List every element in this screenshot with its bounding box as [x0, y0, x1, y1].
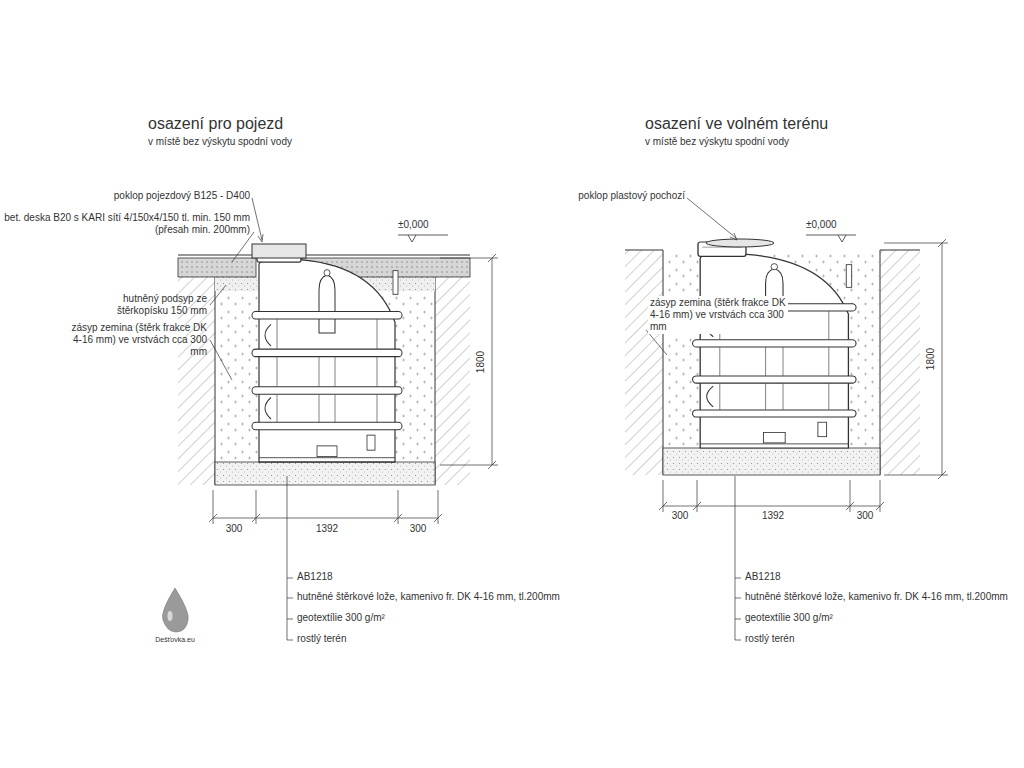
callout-label: zásyp zemina (štěrk frakce DK 4-16 mm) v… — [71, 322, 207, 358]
callout-label: hutněný podsyp ze štěrkopísku 150 mm — [77, 293, 207, 317]
layer-label: geotextílie 300 g/m² — [745, 612, 833, 624]
section-title: osazení pro pojezd — [148, 114, 283, 133]
level-mark: ±0,000 — [806, 219, 837, 231]
callout-label: poklop pojezdový B125 - D400 — [50, 190, 250, 202]
dimension: 300 — [672, 510, 689, 522]
layer-label: hutněné štěrkové lože, kamenivo fr. DK 4… — [745, 591, 1008, 603]
layer-label: AB1218 — [745, 571, 781, 583]
layer-label: hutněné štěrkové lože, kamenivo fr. DK 4… — [297, 591, 560, 603]
logo-text: Dešťovka.eu — [155, 636, 195, 644]
layer-label: geotextílie 300 g/m² — [297, 612, 385, 624]
callout-label: poklop plastový pochozí — [525, 190, 685, 202]
dimension: 1800 — [475, 351, 487, 373]
dimension: 300 — [226, 523, 243, 535]
section-subtitle: v místě bez výskytu spodní vody — [645, 136, 789, 148]
layer-label: rostlý terén — [297, 633, 346, 645]
dimension: 300 — [857, 510, 874, 522]
layer-label: AB1218 — [297, 571, 333, 583]
dimension: 1392 — [762, 510, 784, 522]
callout-label: bet. deska B20 s KARI sítí 4/150x4/150 t… — [4, 212, 250, 236]
callout-label: zásyp zemina (štěrk frakce DK 4-16 mm) v… — [648, 296, 788, 334]
section-subtitle: v místě bez výskytu spodní vody — [148, 136, 292, 148]
dimension: 1800 — [925, 348, 937, 370]
level-mark: ±0,000 — [398, 219, 429, 231]
dimension: 1392 — [316, 523, 338, 535]
dimension: 300 — [410, 523, 427, 535]
left-section — [163, 198, 499, 640]
right-section — [625, 198, 948, 640]
section-title: osazení ve volném terénu — [645, 114, 828, 133]
layer-label: rostlý terén — [745, 633, 794, 645]
